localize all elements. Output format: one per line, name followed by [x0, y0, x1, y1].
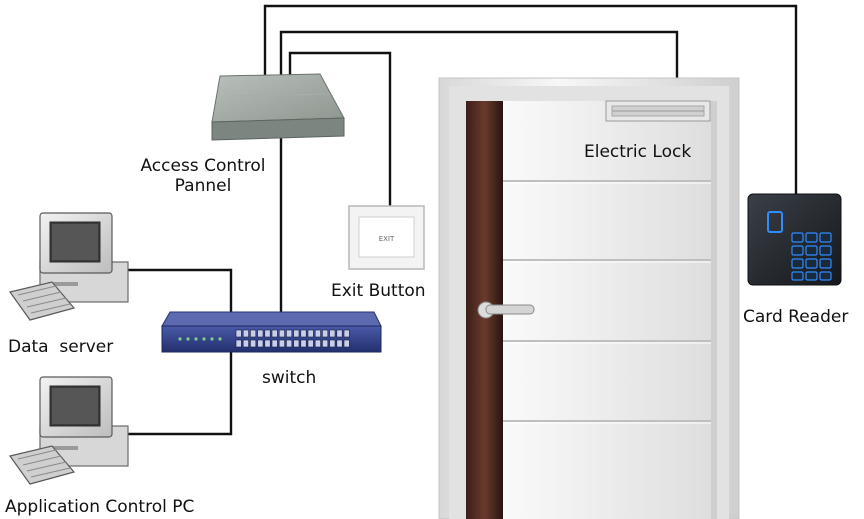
switch-status-led: [202, 337, 206, 341]
switch-port: [329, 329, 336, 338]
switch-port: [242, 339, 249, 348]
switch-port: [307, 329, 314, 338]
switch-port: [300, 329, 307, 338]
door-icon: [438, 77, 740, 519]
switch-port: [314, 339, 321, 348]
switch-port: [264, 329, 271, 338]
switch-port: [307, 339, 314, 348]
switch-port: [235, 329, 242, 338]
application-pc-computer: [8, 376, 129, 485]
switch-port: [257, 329, 264, 338]
switch-port: [336, 329, 343, 338]
switch-port: [242, 329, 249, 338]
switch-port: [293, 329, 300, 338]
switch-port: [250, 339, 257, 348]
access-control-panel-label: Access Control Pannel: [118, 156, 288, 196]
wire-electric-lock: [279, 30, 679, 100]
door-handle: [477, 301, 535, 319]
data-server-label: Data server: [8, 337, 114, 357]
access-control-label-line2: Pannel: [174, 176, 232, 196]
switch-port: [264, 339, 271, 348]
exit-button-label: Exit Button: [331, 281, 426, 301]
switch-port: [329, 339, 336, 348]
application-pc-label: Application Control PC: [5, 497, 195, 517]
switch-port: [271, 329, 278, 338]
exit-button-icon: EXIT: [348, 205, 425, 270]
switch-ports: [178, 329, 350, 348]
switch-label: switch: [262, 368, 317, 388]
electric-lock-icon: [605, 100, 711, 122]
switch-status-led: [178, 337, 182, 341]
electric-lock-label: Electric Lock: [584, 142, 692, 162]
wire-application-pc: [128, 350, 233, 436]
switch-port: [343, 329, 350, 338]
card-reader-icon: [747, 193, 842, 286]
switch-port: [322, 329, 329, 338]
wire-exit-button: [288, 51, 392, 207]
data-server-computer: [8, 212, 129, 321]
switch-port: [300, 339, 307, 348]
switch-port: [250, 329, 257, 338]
switch-port: [293, 339, 300, 348]
switch-port: [343, 339, 350, 348]
wire-data-server: [128, 268, 233, 312]
card-reader-label: Card Reader: [743, 307, 849, 327]
switch-port: [286, 339, 293, 348]
switch-port: [322, 339, 329, 348]
exit-plate-text: EXIT: [379, 235, 395, 243]
switch-port: [336, 339, 343, 348]
switch-status-led: [218, 337, 222, 341]
switch-status-led: [186, 337, 190, 341]
switch-port: [235, 339, 242, 348]
keypad: [791, 232, 832, 281]
wiring: [128, 4, 798, 436]
access-panel-icon: [211, 73, 345, 141]
switch-status-led: [194, 337, 198, 341]
switch-port: [314, 329, 321, 338]
access-control-label-line1: Access Control: [140, 156, 266, 176]
switch-port: [278, 339, 285, 348]
wire-card-reader: [263, 4, 798, 197]
switch-port: [278, 329, 285, 338]
switch-port: [286, 329, 293, 338]
network-switch-icon: [161, 311, 382, 353]
switch-port: [257, 339, 264, 348]
switch-port: [271, 339, 278, 348]
switch-status-led: [210, 337, 214, 341]
computer-icon: [8, 212, 129, 485]
